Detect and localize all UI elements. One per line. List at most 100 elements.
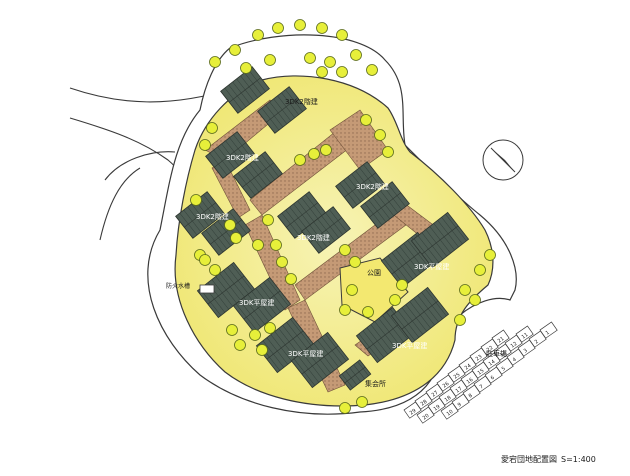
tree — [264, 54, 276, 66]
parking-stall-number: 22 — [486, 345, 495, 354]
tree — [389, 294, 401, 306]
tree — [396, 279, 408, 291]
house — [232, 276, 292, 334]
title-block: 愛宕団地配置図 S=1:400 — [501, 454, 596, 464]
parking-stall-number: 25 — [453, 372, 462, 381]
tree — [316, 66, 328, 78]
label-block-west: 3DK2階建 — [196, 212, 229, 221]
parking-stall-number: 16 — [466, 377, 475, 386]
label-block-nw: 3DK2階建 — [285, 97, 318, 106]
tree — [484, 249, 496, 261]
label-fire-tank: 防火水槽 — [166, 282, 190, 290]
tree — [339, 304, 351, 316]
parking-stall-number: 20 — [422, 413, 431, 422]
tree — [224, 219, 236, 231]
parking-stall-number: 8 — [468, 393, 474, 400]
tree — [356, 396, 368, 408]
label-parking: 駐車場 — [486, 349, 507, 358]
label-meeting-hall: 集会所 — [365, 379, 386, 388]
tree — [454, 314, 466, 326]
label-block-north: 3DK2階建 — [226, 153, 259, 162]
parking-stall-number: 13 — [499, 350, 508, 359]
parking-stall-number: 28 — [420, 399, 429, 408]
parking-stall-number: 7 — [479, 384, 485, 391]
tree — [469, 294, 481, 306]
tree — [459, 284, 471, 296]
parking-stall-number: 9 — [457, 402, 463, 409]
parking-stall-number: 29 — [409, 408, 418, 417]
tree — [234, 339, 246, 351]
tree — [339, 244, 351, 256]
house — [301, 206, 351, 254]
parking-stall-number: 2 — [534, 339, 540, 346]
parking-stall-number: 14 — [488, 359, 497, 368]
north-arrow-icon — [482, 139, 524, 181]
tree — [336, 29, 348, 41]
tree — [360, 114, 372, 126]
label-block-east-upper: 3DK2階建 — [356, 182, 389, 191]
house — [360, 181, 410, 229]
map-title: 愛宕団地配置図 — [501, 454, 557, 464]
tree — [316, 22, 328, 34]
tree — [336, 66, 348, 78]
tree — [474, 264, 486, 276]
park — [339, 257, 409, 323]
parking-stall-number: 27 — [431, 390, 440, 399]
tree — [382, 146, 394, 158]
tree — [320, 144, 332, 156]
fire-tank — [199, 284, 215, 294]
tree — [230, 232, 242, 244]
house — [175, 191, 225, 239]
label-block-south: 3DK平屋建 — [288, 349, 323, 358]
tree — [339, 402, 351, 414]
parking-stall-number: 4 — [512, 357, 518, 364]
parking-stall-number: 11 — [521, 332, 530, 341]
tree — [276, 256, 288, 268]
parking-stall-number: 5 — [501, 366, 507, 373]
tree — [304, 52, 316, 64]
parking-stall-number: 6 — [490, 375, 496, 382]
tree — [350, 49, 362, 61]
tree — [285, 273, 297, 285]
parking-stall-number: 21 — [497, 336, 506, 345]
trees — [190, 19, 496, 414]
tree — [226, 324, 238, 336]
tree — [206, 122, 218, 134]
tree — [270, 239, 282, 251]
tree — [346, 284, 358, 296]
tree — [199, 139, 211, 151]
parking-stall-number: 15 — [477, 368, 486, 377]
tree — [256, 344, 268, 356]
tree — [240, 62, 252, 74]
tree — [324, 56, 336, 68]
parking-stall-number: 12 — [510, 341, 519, 350]
tree — [190, 194, 202, 206]
parking-stall-number: 17 — [455, 386, 464, 395]
parking-stall-number: 24 — [464, 363, 473, 372]
house — [390, 286, 450, 344]
parking-lot: 1234567891011121314151617181920212223242… — [403, 321, 558, 424]
tree — [209, 56, 221, 68]
house — [220, 66, 270, 114]
parking-stall-number: 10 — [446, 409, 455, 418]
parking-stall-number: 18 — [444, 395, 453, 404]
label-block-se: 3DK平屋建 — [392, 341, 427, 350]
tree — [249, 329, 261, 341]
tree — [199, 254, 211, 266]
label-block-east: 3DK平屋建 — [414, 262, 449, 271]
house — [290, 331, 350, 389]
tree — [209, 264, 221, 276]
tree — [308, 148, 320, 160]
house — [410, 211, 470, 269]
parking-stall: 29 — [403, 401, 422, 419]
tree — [349, 256, 361, 268]
tree — [252, 29, 264, 41]
tree — [264, 322, 276, 334]
tree — [366, 64, 378, 76]
label-park: 公園 — [367, 269, 381, 277]
parking-stall: 20 — [416, 406, 435, 424]
map-scale: S=1:400 — [561, 455, 596, 464]
parking-stall-number: 23 — [475, 354, 484, 363]
